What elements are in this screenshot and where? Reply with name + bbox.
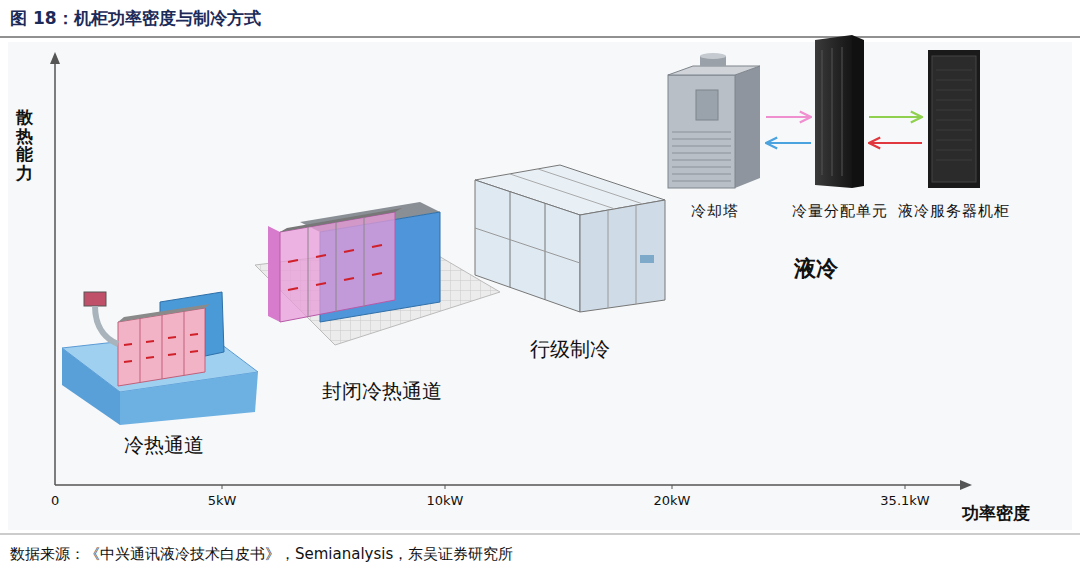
cooling-tower-picture-part (668, 75, 735, 188)
flow-arrow (766, 142, 811, 144)
hot-cold-aisle-picture-part (184, 311, 185, 375)
closed-aisle-picture (255, 202, 500, 345)
closed-aisle-picture-part (288, 245, 382, 290)
frame-lines (0, 37, 1080, 534)
row-cooling-picture-part (510, 174, 615, 209)
axis-title: 散热能力 (16, 108, 33, 183)
cooling-tower-picture-part (668, 66, 760, 75)
server-rack-picture-part (928, 50, 980, 188)
hot-cold-aisle-picture-part (62, 348, 120, 425)
cooling-tower-picture-part (696, 90, 718, 120)
tick-label: 20kW (654, 493, 691, 508)
row-cooling-picture-part (640, 255, 654, 263)
cooling-tower-picture-part (700, 53, 726, 59)
axes-part (222, 485, 223, 489)
cdu-picture-part (815, 35, 852, 188)
row-cooling-picture-part (580, 200, 665, 312)
equipment-node: 冷量分配单元 (815, 35, 865, 188)
tick-label: 5kW (208, 493, 237, 508)
tick-label: 35.1kW (880, 493, 929, 508)
equipment-label: 冷却塔 (691, 202, 739, 221)
equipment-label: 冷量分配单元 (792, 202, 888, 221)
hot-cold-aisle-picture (62, 292, 258, 425)
tick-label: 10kW (427, 493, 464, 508)
method-label: 冷热通道 (124, 432, 204, 459)
frame-lines-part (0, 534, 1080, 535)
server-rack-picture-part (936, 70, 972, 160)
closed-aisle-picture-part (280, 208, 402, 232)
hot-cold-aisle-picture-part (118, 304, 210, 322)
method-label: 行级制冷 (530, 336, 610, 363)
hot-cold-aisle-picture-part (162, 315, 163, 379)
tick-label: 0 (51, 493, 59, 508)
figure-title: 图 18：机柜功率密度与制冷方式 (10, 7, 261, 30)
row-cooling-picture-part (475, 180, 580, 312)
source-caption: 数据来源：《中兴通讯液冷技术白皮书》，Semianalysis，东吴证券研究所 (10, 545, 513, 564)
frame-lines-part (8, 42, 1072, 530)
frame-lines-part (0, 37, 1080, 38)
hot-cold-aisle-picture-part (95, 306, 118, 344)
row-cooling-picture (475, 165, 665, 312)
equipment-node: 液冷服务器机柜 (926, 50, 982, 188)
flow-arrow (766, 116, 811, 118)
hot-cold-aisle-picture-part (84, 292, 106, 306)
server-rack-picture (928, 50, 980, 188)
closed-aisle-picture-part (308, 227, 309, 317)
axes-part (960, 480, 972, 490)
equipment-node: 冷却塔 (667, 62, 762, 188)
axes-part (905, 485, 906, 489)
axes-part (55, 484, 962, 486)
cooling-tower-picture-part (672, 132, 731, 181)
hot-cold-aisle-picture-part (140, 319, 141, 383)
cdu-picture-part (822, 47, 842, 176)
closed-aisle-picture-part (364, 217, 365, 307)
method-label: 液冷 (794, 254, 838, 284)
equipment-label: 液冷服务器机柜 (898, 202, 1010, 221)
server-rack-picture-part (932, 56, 976, 182)
method-label: 封闭冷热通道 (322, 378, 442, 405)
axes-part (50, 52, 60, 64)
flow-arrow (869, 142, 922, 144)
row-cooling-picture-part (475, 228, 580, 263)
cdu-picture-part (852, 35, 864, 188)
row-cooling-picture-part (538, 169, 643, 204)
axes-part (445, 485, 446, 489)
axis-title: 功率密度 (962, 502, 1030, 525)
flow-arrow (869, 116, 922, 118)
axes-part (672, 485, 673, 489)
hot-cold-aisle-picture-part (124, 334, 198, 362)
cooling-tower-picture (668, 53, 760, 188)
axes-part (54, 62, 56, 485)
cooling-tower-picture-part (735, 66, 760, 188)
closed-aisle-picture-part (268, 226, 280, 322)
row-cooling-picture-part (608, 210, 609, 308)
cdu-picture (815, 35, 864, 188)
closed-aisle-picture-part (336, 222, 337, 312)
row-cooling-picture-part (636, 205, 637, 304)
